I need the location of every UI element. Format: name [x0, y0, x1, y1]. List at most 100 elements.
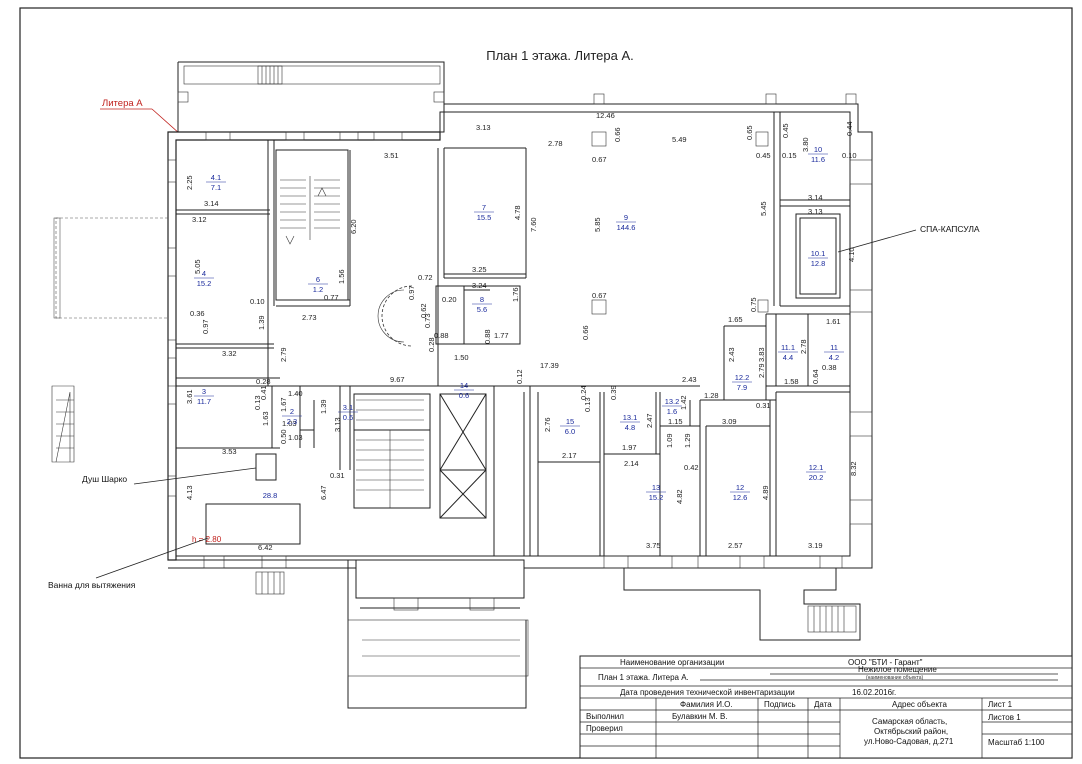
- room-number: 3: [202, 387, 206, 396]
- room-label: 114.2: [824, 343, 844, 362]
- dim: 0.67: [592, 291, 607, 300]
- room-area: 4.4: [783, 353, 793, 362]
- dim: 1.09: [665, 433, 674, 448]
- shower-box: [255, 453, 277, 481]
- dim: 2.43: [727, 347, 736, 362]
- dim: 2.43: [682, 375, 697, 384]
- dim: 3.13: [808, 207, 823, 216]
- dim: 0.20: [442, 295, 457, 304]
- dim: 1.15: [668, 417, 683, 426]
- room-area: 12.8: [811, 259, 826, 268]
- performer-name: Булавкин М. В.: [672, 712, 728, 721]
- room-label: 12.27.9: [732, 373, 752, 392]
- dim: 0.13: [253, 395, 262, 410]
- spa-leader: [837, 229, 917, 253]
- dim: 2.79: [757, 363, 766, 378]
- col-date: Дата: [814, 700, 832, 709]
- dim: 8.32: [849, 461, 858, 476]
- dim: 0.77: [324, 293, 339, 302]
- dim: 1.03: [282, 419, 297, 428]
- room-area: 5.6: [477, 305, 487, 314]
- dim: 0.65: [745, 125, 754, 140]
- dim: 0.66: [581, 325, 590, 340]
- dim: 0.31: [330, 471, 345, 480]
- room-labels: 4.17.1415.2311.722.33.10.661.2715.585.69…: [194, 145, 844, 502]
- dim: 6.20: [349, 219, 358, 234]
- plan-title: План 1 этажа. Литера А.: [486, 48, 634, 63]
- dim: 0.44: [845, 121, 854, 136]
- org-value: ООО "БТИ - Гарант": [848, 658, 923, 667]
- dim: 0.62: [419, 303, 428, 318]
- col-sign: Подпись: [764, 700, 796, 709]
- room-area: 4.8: [625, 423, 635, 432]
- dim: 1.39: [319, 399, 328, 414]
- object-value: Нежилое помещение: [858, 665, 937, 674]
- dim: 0.88: [434, 331, 449, 340]
- dim: 1.39: [257, 315, 266, 330]
- room-number: 8: [480, 295, 484, 304]
- dim: 0.45: [781, 123, 790, 138]
- shower-leader: [133, 467, 257, 485]
- dim: 3.61: [185, 389, 194, 404]
- dim: 0.10: [250, 297, 265, 306]
- room-area: 28.8: [263, 491, 278, 500]
- dim: 1.28: [704, 391, 719, 400]
- room-area: 0.6: [343, 413, 353, 422]
- dim: 3.14: [808, 193, 823, 202]
- dim: 1.40: [288, 389, 303, 398]
- dim: 2.73: [302, 313, 317, 322]
- sheet-frame: [19, 7, 1073, 759]
- dim: 1.76: [511, 287, 520, 302]
- dim: 1.42: [679, 395, 688, 410]
- room-label: 10.112.8: [808, 249, 828, 268]
- dim: 0.72: [418, 273, 433, 282]
- dim: 2.79: [279, 347, 288, 362]
- org-label: Наименование организации: [620, 658, 724, 667]
- dim: 0.97: [407, 285, 416, 300]
- dim: 0.50: [279, 429, 288, 444]
- room-number: 7: [482, 203, 486, 212]
- dim: 3.24: [472, 281, 487, 290]
- dim: 3.09: [722, 417, 737, 426]
- dim: 3.32: [222, 349, 237, 358]
- dim: 3.14: [204, 199, 219, 208]
- dim: 3.13: [476, 123, 491, 132]
- dim: 0.45: [756, 151, 771, 160]
- room-number: 4: [202, 269, 206, 278]
- dim: 1.63: [261, 411, 270, 426]
- room-number: 11.1: [781, 343, 795, 352]
- dim: 0.88: [483, 329, 492, 344]
- dim: 0.73: [423, 313, 432, 328]
- dim: 1.65: [728, 315, 743, 324]
- title-block: Наименование организации ООО "БТИ - Гара…: [579, 655, 1073, 759]
- dim: 3.25: [472, 265, 487, 274]
- room-label: 415.2: [194, 269, 214, 288]
- dim: 4.89: [761, 485, 770, 500]
- room-label: 13.21.6: [662, 397, 682, 416]
- room-area: 7.1: [211, 183, 221, 192]
- dim: 2.78: [799, 339, 808, 354]
- room-label: 3.10.6: [338, 403, 358, 422]
- room-label: 156.0: [560, 417, 580, 436]
- dimensions: 3.13 12.46 2.78 0.66 5.49 0.65 0.45 0.45…: [185, 111, 858, 552]
- dim: 1.50: [454, 353, 469, 362]
- performed-label: Выполнил: [586, 712, 624, 721]
- room-area: 144.6: [617, 223, 636, 232]
- address-line-2: Октябрьский район,: [874, 727, 948, 736]
- dim: 4.10: [847, 247, 856, 262]
- dim: 7.60: [529, 217, 538, 232]
- dim: 0.97: [201, 319, 210, 334]
- room-number: 10: [814, 145, 822, 154]
- bath-leader: [95, 537, 209, 579]
- dim: 0.12: [515, 369, 524, 384]
- traction-bath: [205, 503, 301, 545]
- dim: 1.58: [784, 377, 799, 386]
- address-label: Адрес объекта: [892, 700, 948, 709]
- dim: 2.25: [185, 175, 194, 190]
- room-label: 13.14.8: [620, 413, 640, 432]
- sheet-count: Листов 1: [988, 713, 1021, 722]
- room-area: 12.6: [733, 493, 748, 502]
- room-label: 11.14.4: [778, 343, 798, 362]
